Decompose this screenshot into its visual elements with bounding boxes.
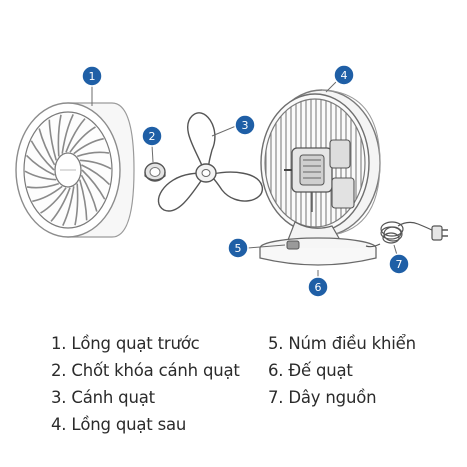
front-grille-spoke [65, 118, 86, 153]
front-grille-spoke [40, 187, 67, 214]
blade-lock [144, 162, 166, 182]
front-grille-spoke [79, 159, 112, 170]
callout-1-number: 1 [89, 70, 96, 83]
front-grille-spoke [61, 114, 74, 154]
legend-item-power-cord: 7. Dây nguồn [268, 388, 377, 407]
legend-item-blades: 3. Cánh quạt [51, 388, 155, 407]
fan-base [259, 248, 377, 266]
front-grille-spoke [81, 164, 111, 186]
legend-item-base: 6. Đế quạt [268, 361, 353, 380]
front-grille-spoke [32, 185, 63, 203]
front-grille-spoke [74, 183, 79, 226]
callout-6: 6 [307, 276, 329, 298]
front-grille-spoke [26, 182, 60, 189]
callout-7-number: 7 [396, 258, 403, 271]
front-grille-spoke [73, 137, 104, 155]
callout-4-number: 4 [341, 69, 348, 82]
front-grille-spoke [25, 154, 55, 176]
callout-1: 1 [81, 65, 103, 87]
parts-legend: 1. Lồng quạt trước 2. Chốt khóa cánh quạ… [0, 328, 467, 458]
fan-parts-diagram: 1 2 3 4 5 6 7 [15, 64, 448, 298]
front-grille-spoke [79, 179, 88, 221]
callout-6-number: 6 [315, 281, 322, 294]
front-grille-spoke [48, 119, 57, 161]
legend-item-blade-lock: 2. Chốt khóa cánh quạt [51, 361, 240, 380]
callout-4: 4 [333, 64, 355, 86]
front-grille-spoke [30, 140, 55, 171]
front-grille-spoke [81, 169, 106, 200]
callout-5: 5 [227, 237, 249, 259]
fan-blades [157, 112, 263, 212]
power-cord [365, 221, 448, 248]
callout-7: 7 [388, 253, 410, 275]
front-grille-spoke [76, 151, 110, 158]
callout-3: 3 [234, 114, 256, 136]
front-grille-spoke [38, 128, 56, 166]
front-grille-spoke [24, 170, 57, 181]
front-grille-spoke [80, 174, 98, 212]
control-knob [286, 240, 300, 250]
front-grille-spoke [62, 186, 75, 226]
legend-item-front-cage: 1. Lồng quạt trước [51, 334, 200, 353]
front-grille-spoke [69, 126, 96, 153]
legend-item-rear-cage: 4. Lồng quạt sau [51, 415, 187, 434]
front-grille-spoke [50, 187, 71, 222]
legend-item-control-knob: 5. Núm điều khiển [268, 334, 416, 353]
front-cage [15, 102, 135, 238]
front-grille-spoke [57, 114, 62, 157]
rear-cage-with-motor [260, 89, 381, 237]
callout-2: 2 [141, 125, 163, 147]
callout-2-number: 2 [149, 130, 156, 143]
callout-5-number: 5 [235, 242, 242, 255]
callout-3-number: 3 [242, 119, 249, 132]
